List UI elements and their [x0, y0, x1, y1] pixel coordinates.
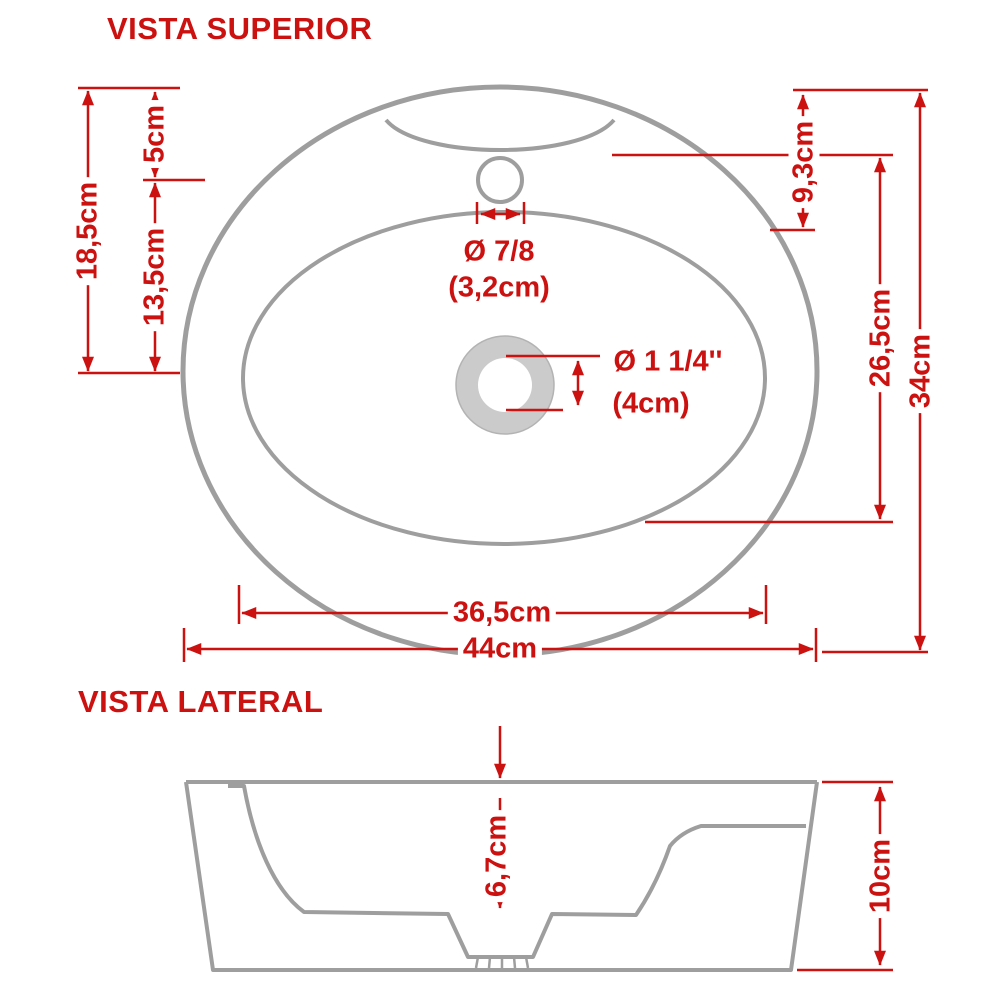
dim-label-36-5cm: 36,5cm: [447, 597, 557, 629]
drain-hatch: [474, 956, 530, 969]
dim-label-18-5cm: 18,5cm: [72, 176, 104, 286]
dim-label-6-7cm: 6,7cm: [481, 809, 513, 903]
dim-label-9-3cm: 9,3cm: [788, 115, 820, 209]
dim-label-5cm: 5cm: [139, 99, 171, 169]
side-view-dimensions: [494, 726, 893, 972]
side-basin-profile: [228, 784, 806, 959]
dim-label-13-5cm: 13,5cm: [139, 222, 171, 332]
dim-label-34cm: 34cm: [905, 328, 937, 414]
faucet-deck-edge: [384, 118, 616, 152]
side-outer-profile: [184, 781, 819, 972]
dim-label-drain-inches: Ø 1 1/4'': [608, 346, 728, 378]
dim-label-faucet-inches: Ø 7/8: [463, 235, 535, 268]
dim-label-faucet-cm: (3,2cm): [448, 271, 550, 304]
faucet-hole: [476, 156, 524, 204]
side-view-geometry: [184, 780, 819, 972]
dim-label-10cm: 10cm: [865, 833, 897, 919]
dim-label-44cm: 44cm: [457, 633, 543, 665]
dim-label-drain-cm: (4cm): [607, 388, 695, 420]
side-view-title: VISTA LATERAL: [78, 684, 324, 719]
drain-hole: [478, 358, 532, 412]
top-view-title: VISTA SUPERIOR: [107, 11, 373, 46]
dim-label-26-5cm: 26,5cm: [865, 283, 897, 393]
